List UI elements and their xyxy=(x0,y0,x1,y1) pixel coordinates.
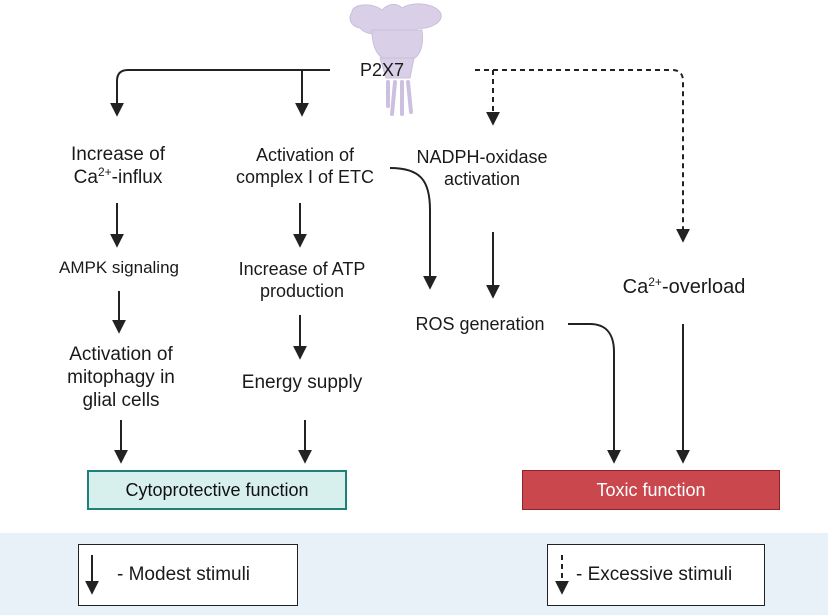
cytoprotective-function-box: Cytoprotective function xyxy=(87,470,347,510)
p2x7-receptor-icon xyxy=(349,3,442,116)
dashed-arrow-p2x7-to-nadph xyxy=(475,69,500,126)
calcium-influx-line2: Ca2+-influx xyxy=(73,165,163,189)
calcium-influx-node: Increase of Ca2+-influx xyxy=(40,143,196,189)
dashed-arrows xyxy=(475,69,690,243)
legend-excessive-box: - Excessive stimuli xyxy=(547,544,765,606)
cytoprotective-function-label: Cytoprotective function xyxy=(125,479,309,500)
ca-overload-node: Ca2+-overload xyxy=(622,275,746,298)
mitophagy-node: Activation of mitophagy in glial cells xyxy=(40,343,202,413)
atp-line1: Increase of ATP xyxy=(238,259,366,279)
energy-node: Energy supply xyxy=(241,372,363,393)
p2x7-label: P2X7 xyxy=(360,60,405,80)
mitophagy-line1: Activation of xyxy=(69,344,173,365)
complex1-line2: complex I of ETC xyxy=(235,166,375,187)
legend-modest-label: - Modest stimuli xyxy=(117,564,251,585)
legend-modest-box: - Modest stimuli xyxy=(78,544,298,606)
nadph-line2: activation xyxy=(443,168,521,189)
mitophagy-line2: mitophagy in xyxy=(67,367,175,389)
legend-excessive-label: - Excessive stimuli xyxy=(576,564,733,585)
complex1-line1: Activation of xyxy=(255,145,355,165)
ampk-node: AMPK signaling xyxy=(58,258,179,277)
calcium-influx-line1: Increase of xyxy=(71,144,165,165)
arrow-p2x7-to-calcium xyxy=(110,69,330,117)
solid-arrows xyxy=(110,69,690,464)
atp-line2: production xyxy=(259,280,345,301)
toxic-function-label: Toxic function xyxy=(596,479,706,500)
complex1-node: Activation of complex I of ETC xyxy=(218,145,392,189)
mitophagy-line3: glial cells xyxy=(82,390,160,412)
toxic-function-box: Toxic function xyxy=(522,470,780,510)
arrow-complex1-to-ros xyxy=(389,167,437,290)
atp-node: Increase of ATP production xyxy=(216,259,388,303)
nadph-line1: NADPH-oxidase xyxy=(416,147,548,167)
nadph-node: NADPH-oxidase activation xyxy=(404,147,560,191)
ros-node: ROS generation xyxy=(415,314,545,334)
arrow-ros-to-toxic xyxy=(568,323,621,464)
